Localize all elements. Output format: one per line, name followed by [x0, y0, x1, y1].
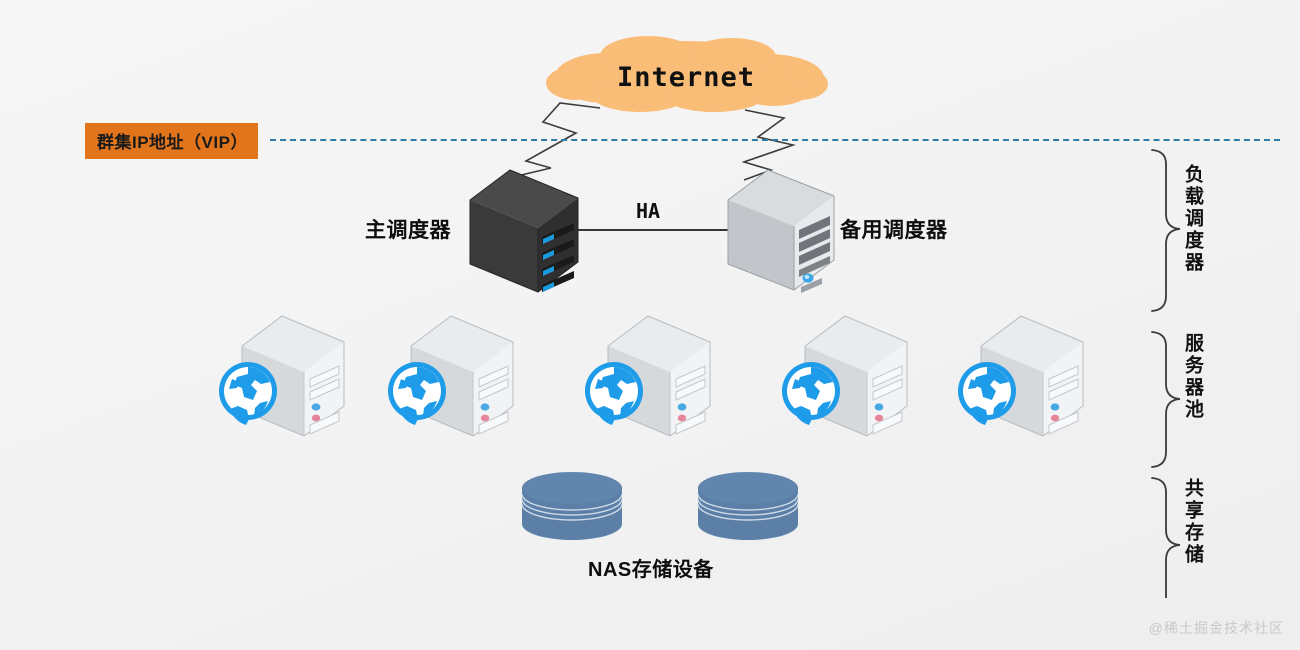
vip-dashed-line — [270, 139, 1280, 141]
tier-label-server-pool: 服务器池 — [1181, 333, 1203, 421]
brace-load-balancer — [1151, 149, 1181, 312]
nas-cylinder-icon — [697, 472, 799, 540]
globe-icon — [388, 362, 446, 425]
pool-server[interactable] — [385, 308, 525, 453]
watermark: @稀土掘金技术社区 — [1148, 620, 1284, 636]
backup-scheduler[interactable] — [722, 158, 842, 303]
web-server-icon — [782, 315, 908, 437]
nas-node[interactable] — [520, 472, 624, 549]
internet-cloud: Internet — [536, 34, 836, 114]
cloud-icon — [546, 36, 828, 112]
link-internet-to-master — [516, 102, 601, 177]
master-scheduler-label: 主调度器 — [365, 219, 451, 242]
globe-icon — [958, 362, 1016, 425]
pool-server[interactable] — [216, 308, 356, 453]
globe-icon — [585, 362, 643, 425]
web-server-icon — [388, 315, 514, 437]
web-server-icon — [585, 315, 711, 437]
pool-server[interactable] — [955, 308, 1095, 453]
web-server-icon — [958, 315, 1084, 437]
nas-node[interactable] — [696, 472, 800, 549]
pool-server[interactable] — [779, 308, 919, 453]
backup-scheduler-label: 备用调度器 — [840, 219, 948, 242]
nas-label: NAS存储设备 — [588, 559, 714, 581]
master-scheduler-icon — [469, 169, 579, 293]
globe-icon — [219, 362, 277, 425]
tier-label-shared-storage: 共享存储 — [1181, 478, 1203, 566]
brace-server-pool — [1151, 331, 1181, 468]
internet-label: Internet — [616, 62, 756, 93]
brace-shared-storage — [1151, 477, 1181, 598]
tier-braces — [1151, 149, 1181, 598]
backup-scheduler-icon — [727, 169, 835, 293]
master-scheduler[interactable] — [462, 160, 582, 305]
pool-server[interactable] — [582, 308, 722, 453]
ha-link-label: HA — [636, 199, 661, 223]
web-server-icon — [219, 315, 345, 437]
vip-label: 群集IP地址（VIP） — [85, 123, 258, 159]
link-internet-to-backup — [741, 109, 796, 181]
globe-icon — [782, 362, 840, 425]
nas-cylinder-icon — [521, 472, 623, 540]
tier-label-load-balancer: 负载调度器 — [1181, 164, 1203, 274]
